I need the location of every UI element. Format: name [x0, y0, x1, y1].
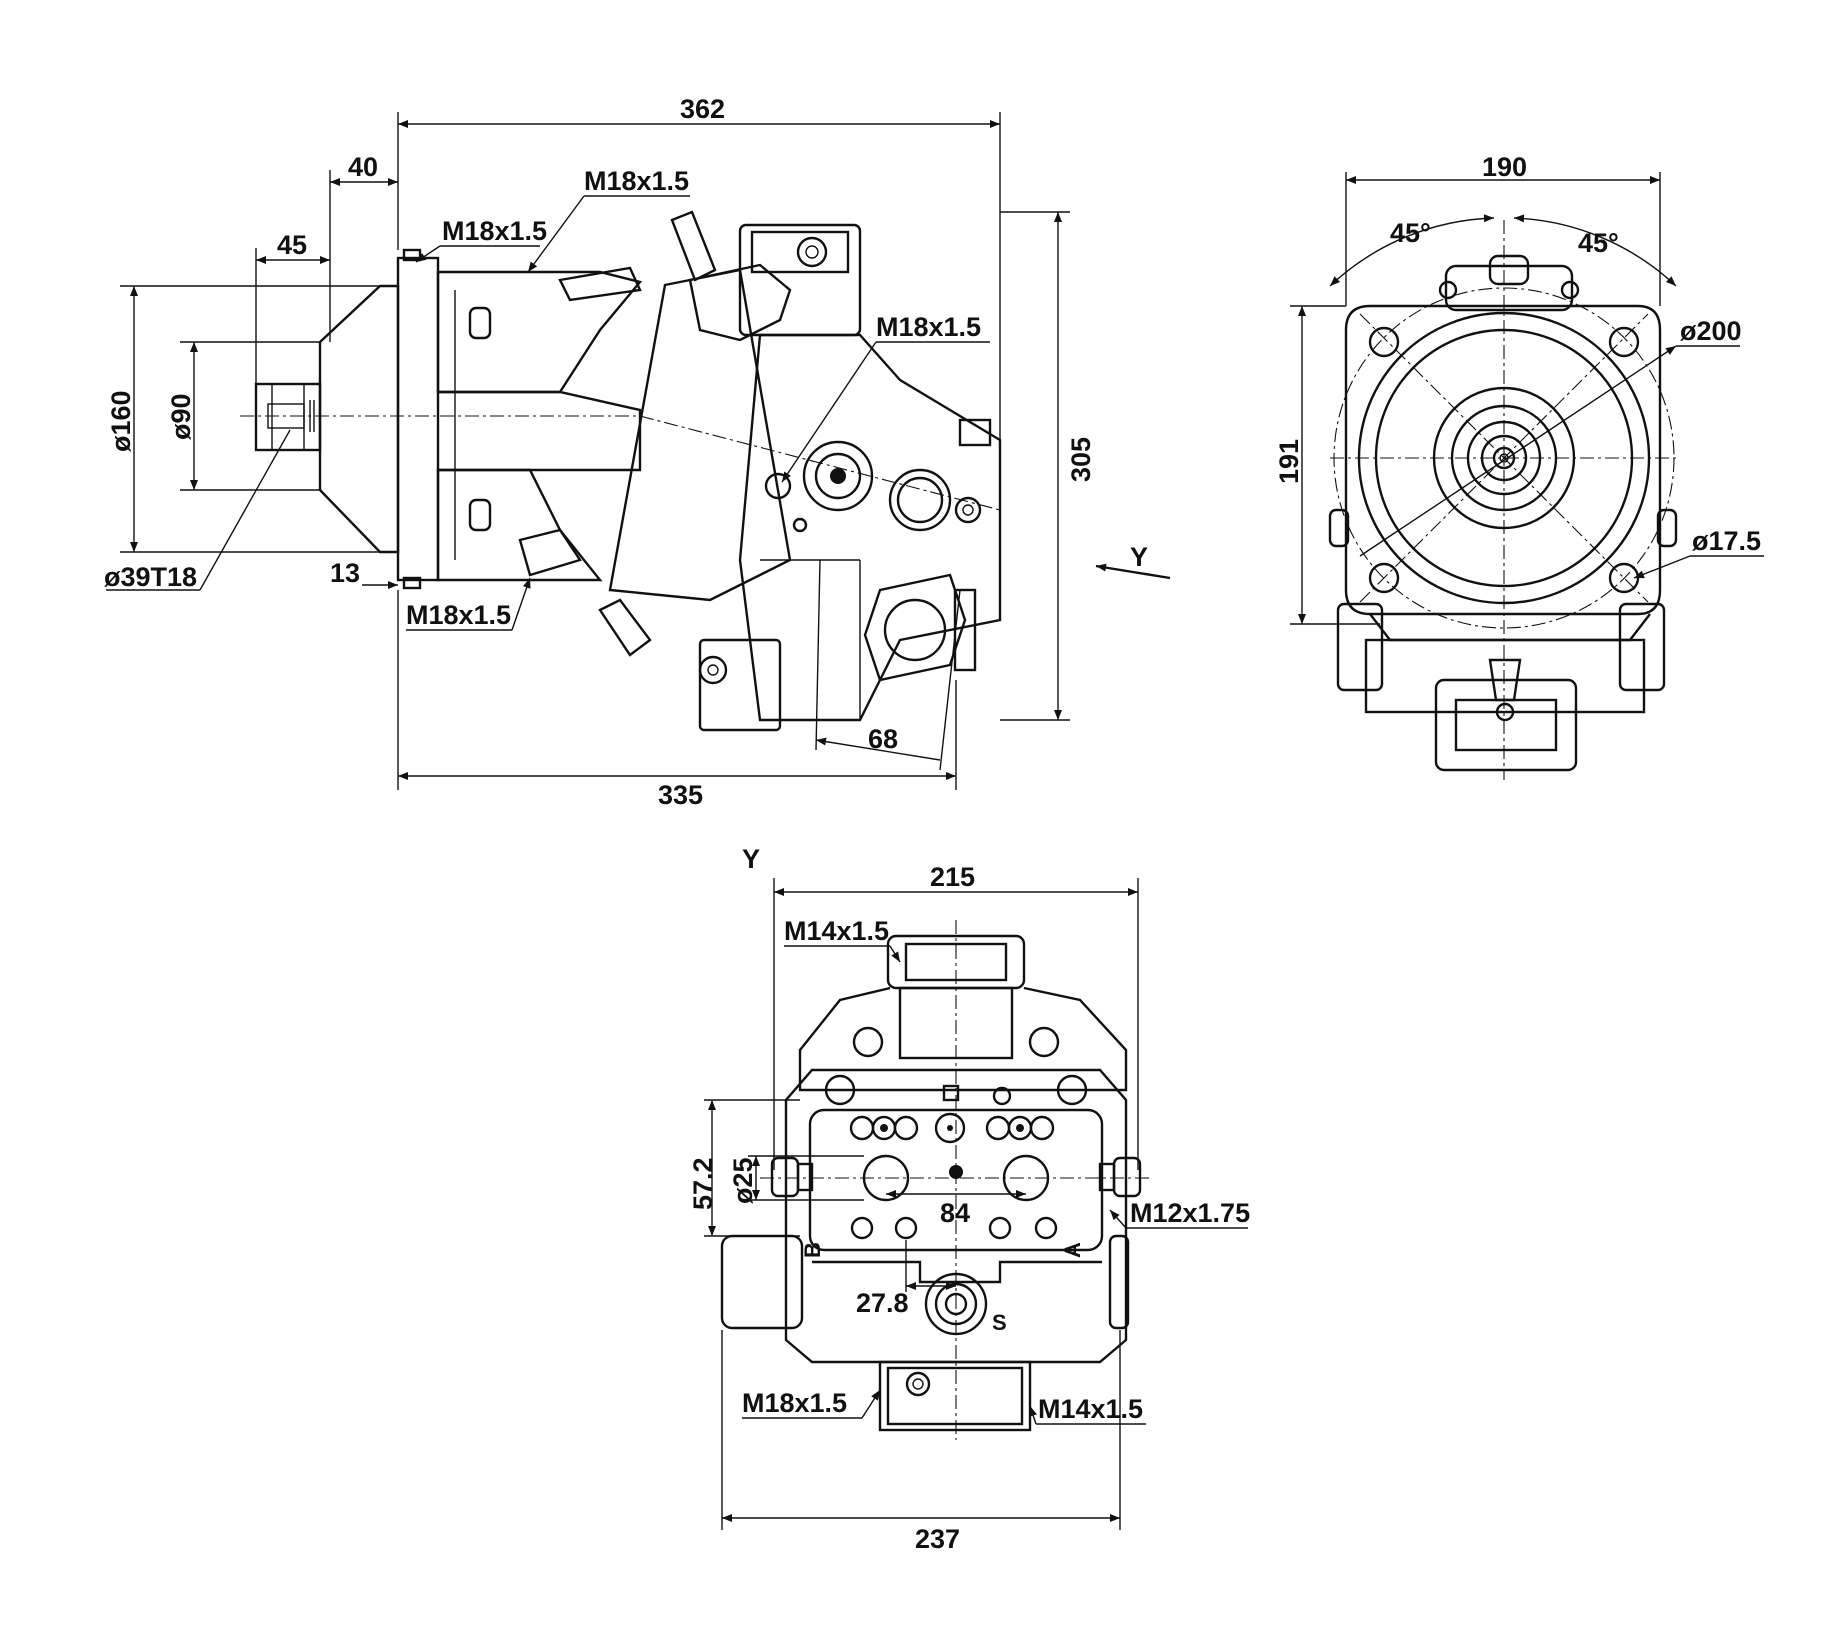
port-m18-top-b: M18x1.5	[584, 166, 689, 196]
main-ports	[850, 1154, 1058, 1240]
angle-right: 45°	[1578, 228, 1619, 258]
dim-shaft-length: 45	[277, 230, 307, 260]
dim-port-diameter: ø25	[728, 1157, 758, 1204]
dim-collar-diameter: ø90	[166, 393, 196, 440]
dim-pilot-diameter: ø160	[106, 390, 136, 452]
port-m18-bottom: M18x1.5	[406, 600, 511, 630]
valve-plate	[698, 333, 1002, 732]
hole-diameter: ø17.5	[1692, 526, 1761, 556]
dim-height: 305	[1066, 437, 1096, 482]
drive-shaft	[254, 382, 322, 452]
port-view: Y 215 237 84 57.2 ø25	[688, 844, 1250, 1554]
dim-port-offset: 68	[868, 724, 898, 754]
dim-flange-thickness: 13	[330, 558, 360, 588]
dim-width: 190	[1482, 152, 1527, 182]
motor-housing	[436, 266, 643, 582]
thread-side: M12x1.75	[1130, 1198, 1250, 1228]
spline-spec: ø39T18	[104, 562, 197, 592]
thread-bottom-left: M18x1.5	[742, 1388, 847, 1418]
side-view-dimensions: 362 40 45 ø160 ø90 305	[104, 94, 1171, 810]
dim-front-height: 191	[1274, 439, 1304, 484]
dim-suction-offset: 27.8	[856, 1288, 909, 1318]
thread-top: M14x1.5	[784, 916, 889, 946]
bolt-circle-diameter: ø200	[1680, 316, 1742, 346]
dim-top-width: 215	[930, 862, 975, 892]
pilot-ports	[849, 1084, 1055, 1144]
dim-port-height: 57.2	[688, 1157, 718, 1210]
view-label-y: Y	[742, 844, 760, 874]
port-view-dimensions: Y 215 237 84 57.2 ø25	[688, 844, 1250, 1554]
front-view: 190 191 45° 45° ø200 ø17.5	[1274, 152, 1764, 780]
control-block	[598, 210, 862, 657]
dim-flange-offset: 40	[348, 152, 378, 182]
side-view: 362 40 45 ø160 ø90 305	[104, 94, 1171, 810]
dim-base-length: 335	[658, 780, 703, 810]
dim-bottom-width: 237	[915, 1524, 960, 1554]
port-m18-top-a: M18x1.5	[442, 216, 547, 246]
port-s-label: S	[992, 1310, 1007, 1335]
dim-port-spacing: 84	[940, 1198, 970, 1228]
port-b-label: B	[800, 1242, 825, 1258]
front-view-dimensions: 190 191 45° 45° ø200 ø17.5	[1274, 152, 1764, 625]
angle-left: 45°	[1390, 218, 1431, 248]
thread-bottom-right: M14x1.5	[1038, 1394, 1143, 1424]
mounting-flange	[318, 248, 440, 590]
view-arrow-y: Y	[1130, 542, 1148, 572]
port-a-label: A	[1060, 1242, 1085, 1258]
port-m18-right: M18x1.5	[876, 312, 981, 342]
dim-overall-length: 362	[680, 94, 725, 124]
